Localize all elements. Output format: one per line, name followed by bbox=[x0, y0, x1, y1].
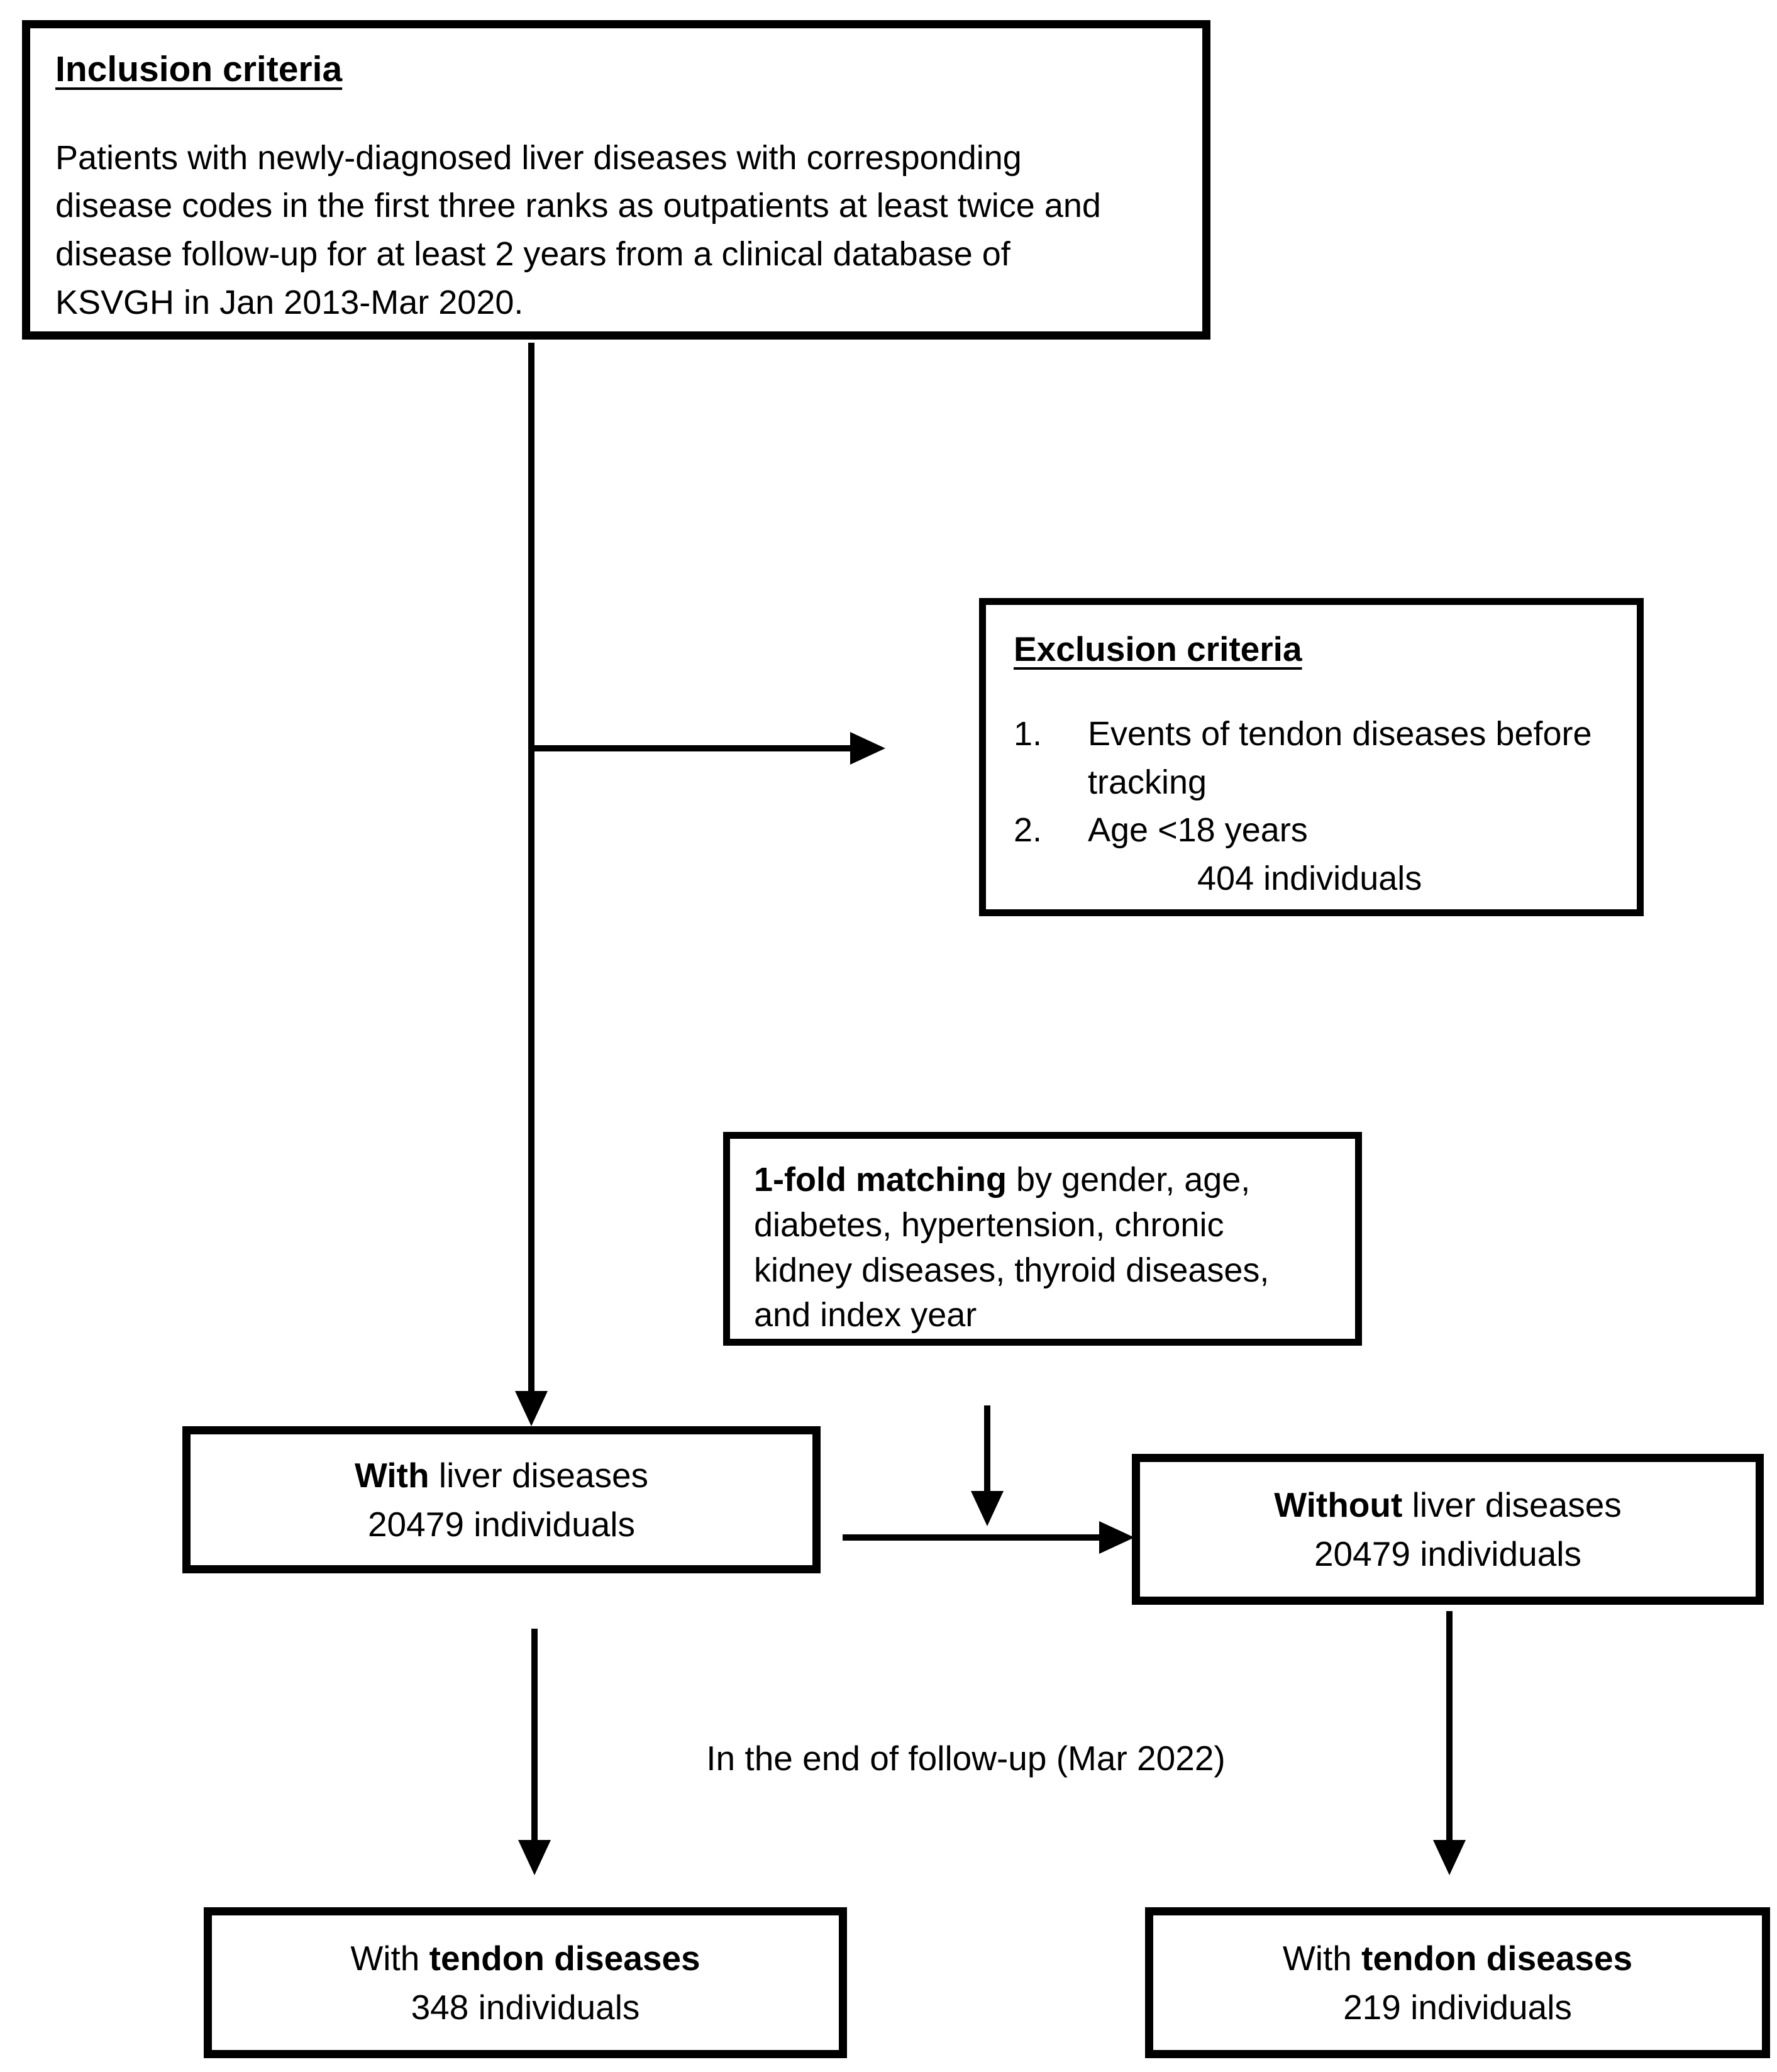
exclusion-item-text: Events of tendon diseases before trackin… bbox=[1088, 715, 1592, 801]
exclusion-item: 1. Events of tendon diseases before trac… bbox=[1014, 710, 1609, 806]
outcome-tendon-left-box: With tendon diseases 348 individuals bbox=[204, 1907, 847, 2058]
matching-text-bold: 1-fold matching bbox=[754, 1161, 1007, 1199]
exclusion-criteria-box: Exclusion criteria 1. Events of tendon d… bbox=[979, 598, 1644, 916]
arrow-right-head bbox=[850, 732, 885, 765]
cohort-without-liver-bold: Without bbox=[1274, 1485, 1403, 1524]
cohort-with-liver-bold: With bbox=[354, 1455, 429, 1495]
arrow-down-head bbox=[1433, 1840, 1466, 1875]
arrow-down-head bbox=[518, 1840, 551, 1875]
exclusion-item-number: 1. bbox=[1014, 715, 1043, 753]
outcome-tendon-right-prefix: With bbox=[1282, 1938, 1362, 1978]
arrow-right-head bbox=[1099, 1521, 1134, 1554]
outcome-tendon-right-count: 219 individuals bbox=[1343, 1988, 1572, 2027]
exclusion-item-number: 2. bbox=[1014, 811, 1043, 850]
cohort-without-liver-title: Without liver diseases bbox=[1274, 1480, 1622, 1529]
arrow-line bbox=[528, 343, 534, 1398]
exclusion-criteria-title: Exclusion criteria bbox=[1014, 629, 1302, 668]
outcome-tendon-left-title: With tendon diseases bbox=[350, 1934, 700, 1983]
inclusion-criteria-box: Inclusion criteria Patients with newly-d… bbox=[22, 20, 1210, 340]
cohort-without-liver-rest: liver diseases bbox=[1402, 1485, 1622, 1524]
cohort-without-liver-count: 20479 individuals bbox=[1314, 1534, 1582, 1573]
exclusion-item-text: Age <18 years bbox=[1088, 811, 1308, 850]
inclusion-criteria-text: Patients with newly-diagnosed liver dise… bbox=[55, 138, 1101, 321]
arrow-line bbox=[1446, 1611, 1453, 1842]
cohort-with-liver-count: 20479 individuals bbox=[367, 1505, 636, 1544]
outcome-tendon-left-count: 348 individuals bbox=[411, 1988, 640, 2027]
arrow-line bbox=[528, 745, 851, 751]
outcome-tendon-right-title: With tendon diseases bbox=[1283, 1934, 1632, 1983]
arrow-line bbox=[984, 1405, 990, 1493]
arrow-down-head bbox=[971, 1491, 1004, 1526]
inclusion-criteria-title: Inclusion criteria bbox=[55, 49, 343, 89]
exclusion-count: 404 individuals bbox=[1197, 860, 1422, 898]
arrow-line bbox=[843, 1534, 1100, 1541]
matching-text-rest: by gender, age, diabetes, hypertension, … bbox=[754, 1161, 1270, 1334]
followup-label: In the end of follow-up (Mar 2022) bbox=[706, 1739, 1226, 1778]
matching-box: 1-fold matching by gender, age, diabetes… bbox=[723, 1132, 1362, 1346]
outcome-tendon-left-bold: tendon diseases bbox=[429, 1938, 700, 1978]
outcome-tendon-right-bold: tendon diseases bbox=[1361, 1938, 1633, 1978]
arrow-line bbox=[531, 1629, 538, 1842]
outcome-tendon-left-prefix: With bbox=[350, 1938, 429, 1978]
matching-text: 1-fold matching by gender, age, diabetes… bbox=[754, 1158, 1331, 1338]
exclusion-item: 2. Age <18 years bbox=[1014, 806, 1609, 855]
cohort-with-liver-title: With liver diseases bbox=[355, 1451, 648, 1500]
cohort-without-liver-box: Without liver diseases 20479 individuals bbox=[1132, 1454, 1764, 1605]
cohort-with-liver-box: With liver diseases 20479 individuals bbox=[182, 1426, 821, 1573]
cohort-with-liver-rest: liver diseases bbox=[429, 1455, 649, 1495]
arrow-down-head bbox=[515, 1391, 548, 1426]
outcome-tendon-right-box: With tendon diseases 219 individuals bbox=[1145, 1907, 1770, 2058]
